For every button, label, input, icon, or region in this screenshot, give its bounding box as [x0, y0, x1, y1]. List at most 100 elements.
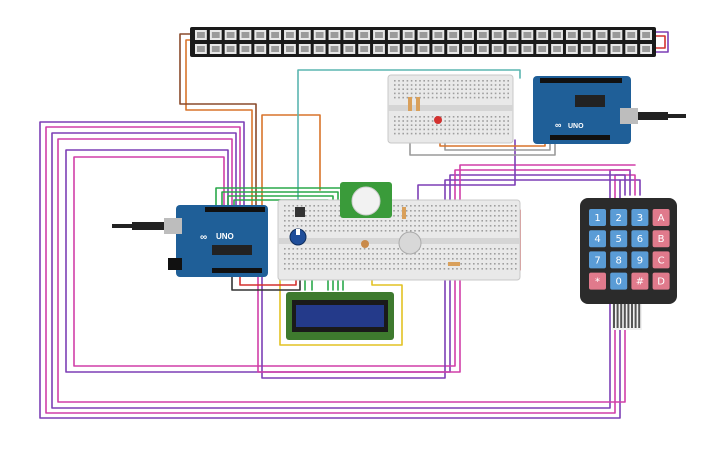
breadboard-hole [359, 258, 362, 260]
breadboard-hole [460, 253, 462, 255]
keypad-key[interactable] [631, 209, 649, 226]
breadboard-hole [398, 84, 400, 86]
keypad-key[interactable] [652, 209, 670, 226]
breadboard-hole [321, 205, 324, 207]
resistor-4 [448, 262, 460, 266]
keypad-key[interactable] [589, 272, 606, 290]
breadboard-hole [461, 80, 463, 82]
led-pixel-chip [419, 46, 428, 52]
breadboard-hole [439, 268, 441, 270]
breadboard-hole [464, 248, 467, 250]
keypad-key[interactable] [589, 230, 606, 248]
breadboard-hole [309, 230, 311, 232]
breadboard-hole [355, 225, 357, 227]
breadboard-hole [465, 80, 467, 82]
breadboard-hole [456, 205, 458, 207]
breadboard-hole [426, 210, 429, 212]
breadboard-hole [490, 84, 493, 86]
breadboard-hole [486, 128, 488, 131]
breadboard-hole [402, 88, 404, 90]
keypad-key[interactable] [652, 272, 670, 290]
breadboard-hole [461, 128, 463, 131]
breadboard-hole [405, 225, 408, 227]
breadboard-hole [330, 230, 332, 232]
breadboard-hole [503, 124, 505, 126]
breadboard-hole [418, 263, 420, 265]
breadboard-hole [372, 258, 374, 260]
led-pixel-chip [553, 46, 561, 52]
breadboard-hole [309, 248, 311, 250]
breadboard-hole [398, 116, 400, 118]
led-pixel-chip [419, 32, 428, 38]
breadboard-hole [443, 215, 446, 217]
keypad-key[interactable] [610, 230, 628, 248]
led-pixel-chip [315, 46, 324, 52]
breadboard-hole [485, 263, 488, 265]
keypad-key[interactable] [610, 272, 628, 290]
breadboard-hole [473, 205, 475, 207]
breadboard-hole [482, 124, 484, 126]
breadboard-hole [292, 248, 294, 250]
keypad-pin [616, 304, 619, 328]
breadboard-hole [494, 210, 496, 212]
breadboard-hole [313, 248, 315, 250]
breadboard-hole [292, 225, 294, 227]
breadboard-hole [426, 220, 429, 222]
breadboard-hole [426, 248, 429, 250]
breadboard-hole [415, 116, 417, 118]
breadboard-hole [436, 80, 438, 82]
red-led [434, 116, 442, 124]
breadboard-hole [363, 263, 366, 265]
breadboard-hole [440, 80, 442, 82]
keypad-key[interactable] [610, 251, 628, 269]
breadboard-hole [477, 253, 479, 255]
breadboard-hole [435, 215, 437, 217]
breadboard-hole [288, 225, 290, 227]
breadboard-hole [490, 124, 493, 126]
breadboard-hole [419, 116, 421, 118]
breadboard-hole [393, 230, 395, 232]
keypad-key[interactable] [589, 251, 606, 269]
breadboard-hole [405, 268, 408, 270]
breadboard-hole [439, 225, 441, 227]
breadboard-hole [515, 220, 517, 222]
keypad-key[interactable] [652, 230, 670, 248]
breadboard-hole [469, 132, 472, 135]
keypad-pins [613, 304, 641, 328]
keypad-key[interactable] [610, 209, 628, 226]
breadboard-hole [414, 205, 416, 207]
led-pixel-chip [226, 32, 235, 38]
breadboard-hole [321, 268, 324, 270]
breadboard-hole [292, 268, 294, 270]
breadboard-hole [363, 253, 366, 255]
breadboard-hole [460, 263, 462, 265]
arduino-main-header-top [205, 207, 265, 212]
breadboard-hole [284, 248, 286, 250]
keypad-key[interactable] [631, 251, 649, 269]
breadboard-hole [288, 268, 290, 270]
breadboard-hole [422, 220, 425, 222]
breadboard-hole [494, 132, 497, 135]
breadboard-hole [422, 253, 425, 255]
keypad-key[interactable] [589, 209, 606, 226]
breadboard-hole [393, 258, 395, 260]
breadboard-hole [422, 258, 425, 260]
breadboard-hole [507, 120, 509, 122]
led-pixel-chip [315, 32, 324, 38]
keypad-key[interactable] [631, 272, 649, 290]
breadboard-hole [397, 253, 399, 255]
breadboard-hole [384, 253, 387, 255]
keypad-key[interactable] [652, 251, 670, 269]
breadboard-hole [347, 225, 349, 227]
keypad-key-label: B [658, 234, 665, 245]
breadboard-hole [447, 230, 450, 232]
breadboard-hole [460, 205, 462, 207]
breadboard-hole [423, 88, 425, 90]
breadboard-hole [305, 215, 307, 217]
breadboard-hole [330, 225, 332, 227]
breadboard-hole [394, 88, 396, 90]
breadboard-hole [439, 258, 441, 260]
breadboard-hole [418, 205, 420, 207]
led-pixel-chip [478, 46, 487, 52]
keypad-key[interactable] [631, 230, 649, 248]
